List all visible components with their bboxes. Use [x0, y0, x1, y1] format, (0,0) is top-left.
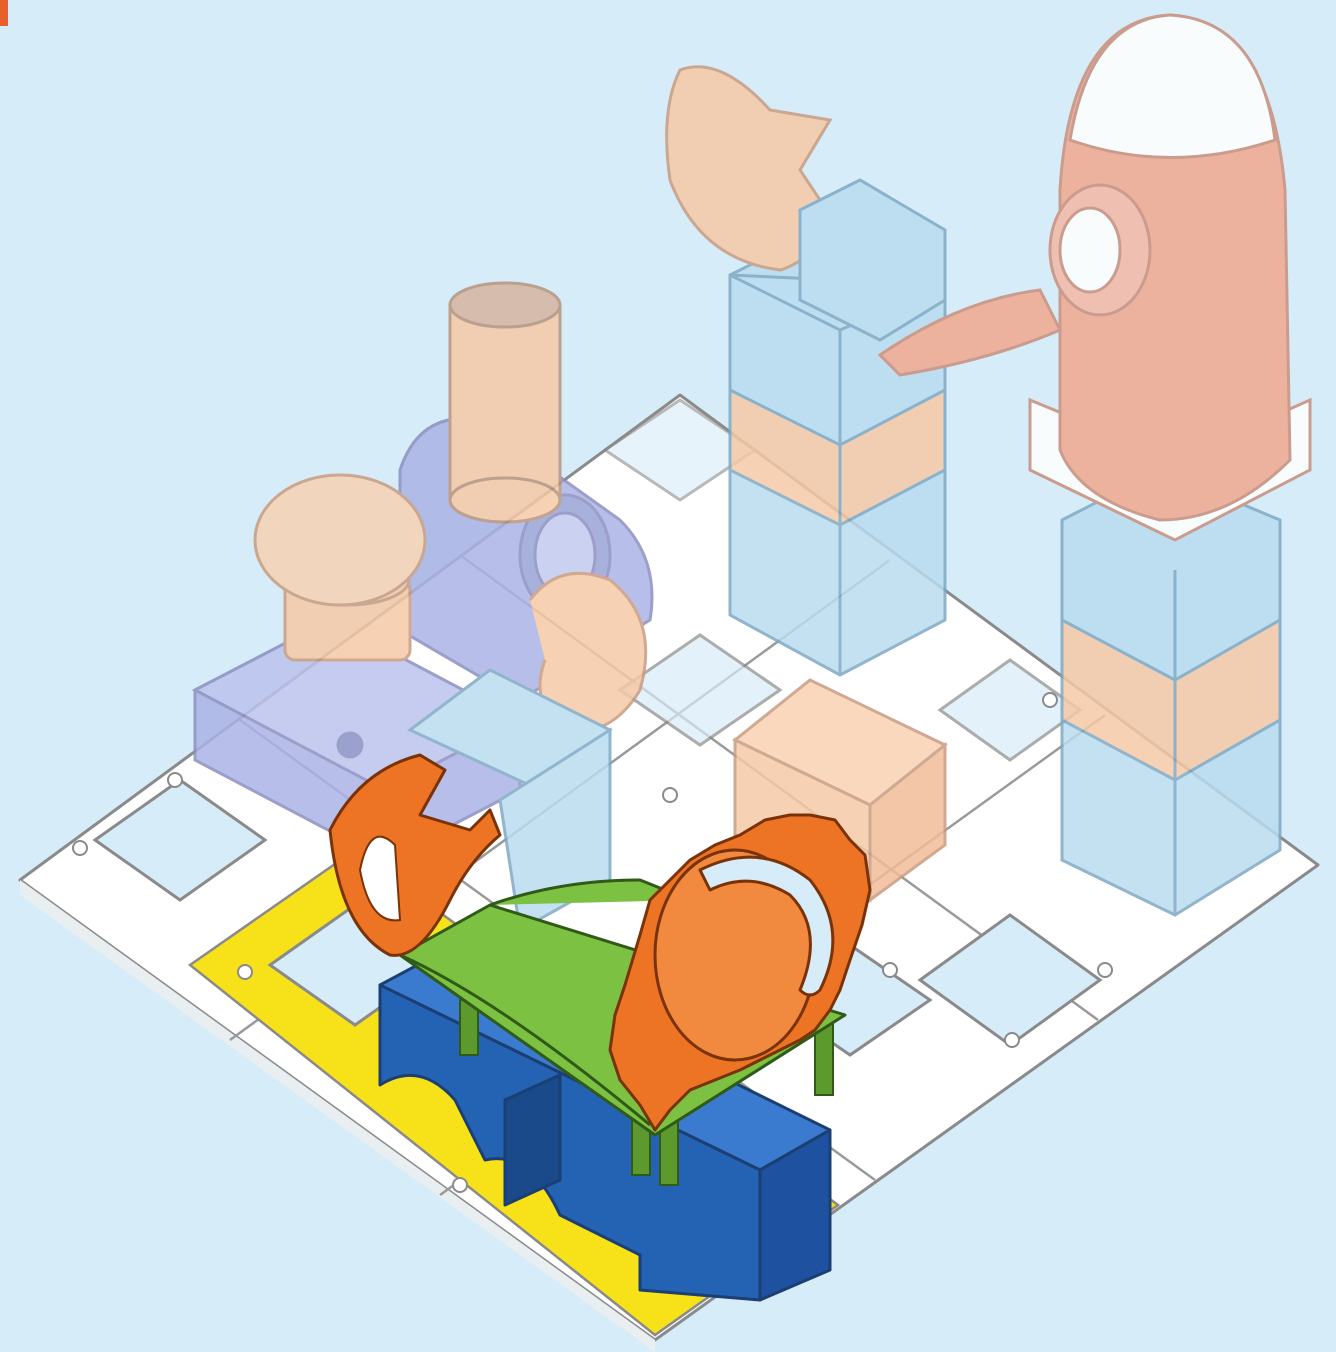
peach-tube — [450, 283, 560, 522]
mushroom-button — [255, 475, 425, 660]
